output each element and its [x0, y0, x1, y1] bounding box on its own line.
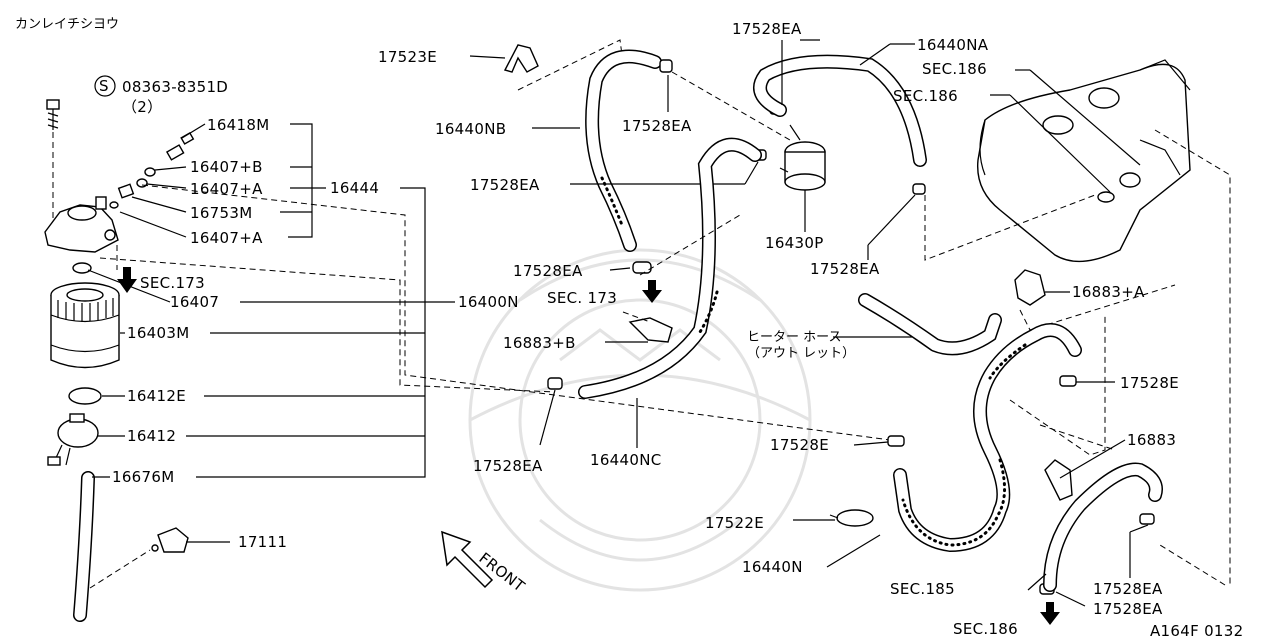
part-label-17528EA[interactable]: 17528EA: [810, 260, 880, 278]
hose-clip-icon: [151, 527, 189, 553]
cable-tie-icon: [829, 509, 874, 527]
part-label-17528EA[interactable]: 17528EA: [1093, 580, 1163, 598]
filter-o-ring-icon: [68, 387, 102, 405]
section-ref-185[interactable]: SEC.185: [890, 580, 955, 598]
part-label-16883B[interactable]: 16883+B: [503, 334, 576, 352]
fuel-filter-assembly: S 08363-8351D （2）: [44, 75, 891, 622]
part-label-16400N[interactable]: 16400N: [458, 293, 519, 311]
part-label-16753M[interactable]: 16753M: [190, 204, 252, 222]
part-label-17528EA[interactable]: 17528EA: [1093, 600, 1163, 618]
part-label-17522E[interactable]: 17522E: [705, 514, 764, 532]
part-label-17528EA[interactable]: 17528EA: [473, 457, 543, 475]
sensor-fitting-icon: [165, 131, 195, 161]
section-arrow-icon: [117, 267, 137, 293]
section-arrow-icon: [642, 280, 662, 303]
part-label-16883[interactable]: 16883: [1127, 431, 1176, 449]
part-label-16403M[interactable]: 16403M: [127, 324, 189, 342]
part-label-17528EA[interactable]: 17528EA: [732, 20, 802, 38]
part-label-16407[interactable]: 16407: [170, 293, 219, 311]
section-ref-173[interactable]: SEC.173: [140, 274, 205, 292]
part-label-16430P[interactable]: 16430P: [765, 234, 824, 252]
figure-code: A164F 0132: [1150, 622, 1243, 639]
filter-head-icon: [44, 196, 119, 253]
section-ref-173[interactable]: SEC. 173: [547, 289, 617, 307]
part-label-17528EA[interactable]: 17528EA: [622, 117, 692, 135]
part-label-16412E[interactable]: 16412E: [127, 387, 186, 405]
o-ring-icon: [109, 201, 119, 209]
part-label-16412[interactable]: 16412: [127, 427, 176, 445]
washer-icon: [144, 167, 156, 177]
part-label-17528EA[interactable]: 17528EA: [470, 176, 540, 194]
hose-clip-icon: [1044, 459, 1073, 501]
left-leader-lines: [87, 123, 455, 543]
hose-clip-icon: [1014, 269, 1046, 306]
part-label-16444[interactable]: 16444: [330, 179, 379, 197]
section-arrow-icon: [1040, 602, 1060, 625]
filter-element-icon: [50, 282, 120, 369]
bolt-part-number: 08363-8351D: [122, 78, 228, 96]
part-label-17523E[interactable]: 17523E: [378, 48, 437, 66]
s-marker-label: S: [99, 77, 109, 95]
radiator-tank: [976, 59, 1191, 263]
hose-clip-icon: [628, 317, 673, 343]
front-arrow-icon: [441, 530, 494, 589]
hose-bracket-icon: [503, 44, 539, 73]
part-label-16440NB[interactable]: 16440NB: [435, 120, 506, 138]
part-label-16407A[interactable]: 16407+A: [190, 229, 263, 247]
part-label-16440NA[interactable]: 16440NA: [917, 36, 989, 54]
part-label-16407A[interactable]: 16407+A: [190, 180, 263, 198]
bolt-quantity: （2）: [122, 98, 162, 116]
right-hoses: [793, 69, 1231, 625]
heater-hose-sublabel: （アウト レット）: [747, 346, 855, 361]
drain-plug-icon: [117, 183, 135, 199]
section-ref-186[interactable]: SEC.186: [893, 87, 958, 105]
page-title: カンレイチシヨウ: [15, 17, 119, 32]
section-ref-186[interactable]: SEC.186: [953, 620, 1018, 638]
heater-hose-label: ヒーター ホース: [747, 330, 841, 345]
s-marker-icon: [94, 75, 116, 97]
part-label-16883A[interactable]: 16883+A: [1072, 283, 1145, 301]
part-label-16407B[interactable]: 16407+B: [190, 158, 263, 176]
priming-pump-icon: [47, 413, 99, 466]
section-ref-186[interactable]: SEC.186: [922, 60, 987, 78]
center-hoses: [469, 39, 927, 448]
part-label-17111[interactable]: 17111: [238, 533, 287, 551]
check-valve-icon: [779, 124, 826, 191]
part-label-17528E[interactable]: 17528E: [1120, 374, 1179, 392]
gasket-icon: [72, 262, 92, 274]
part-label-16440NC[interactable]: 16440NC: [590, 451, 662, 469]
part-label-17528EA[interactable]: 17528EA: [513, 262, 583, 280]
watermark-emblem: [468, 248, 812, 592]
bolt-icon: [46, 99, 60, 130]
part-label-16440N[interactable]: 16440N: [742, 558, 803, 576]
clamp-icon: [887, 375, 1155, 595]
part-label-16418M[interactable]: 16418M: [207, 116, 269, 134]
part-label-16676M[interactable]: 16676M: [112, 468, 174, 486]
part-label-17528E[interactable]: 17528E: [770, 436, 829, 454]
